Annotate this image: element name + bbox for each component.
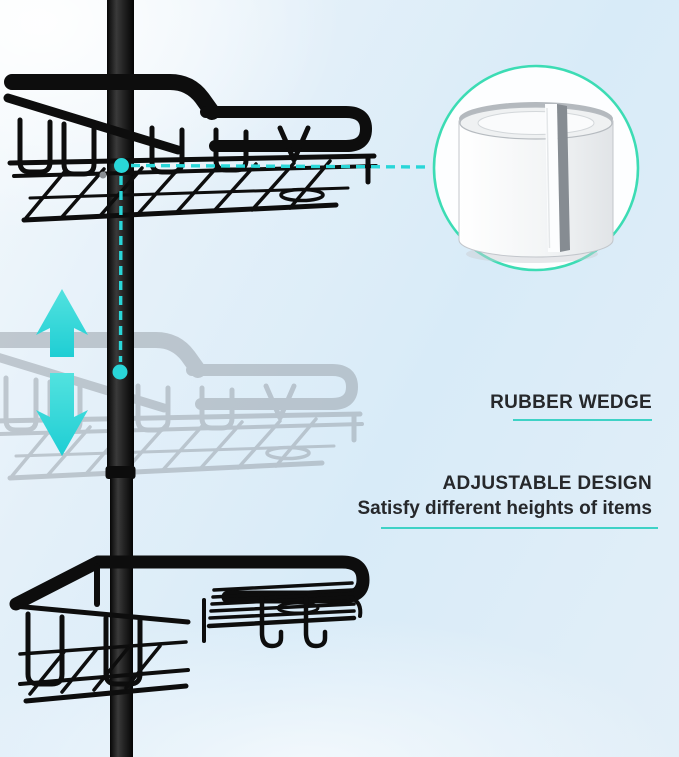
adjustable-design-subtitle: Satisfy different heights of items: [357, 498, 652, 519]
dashed-leader-vertical: [118, 175, 123, 363]
top-basket: [8, 82, 376, 220]
leader-lines: [118, 163, 431, 363]
up-arrow-icon: [36, 289, 88, 357]
rubber-wedge-label: RUBBER WEDGE: [490, 392, 652, 413]
leader-dot-bottom: [112, 364, 128, 380]
clamp-screw: [99, 171, 107, 179]
dashed-leader-horizontal: [130, 163, 431, 169]
bottom-basket: [9, 555, 370, 704]
adjustable-design-title: ADJUSTABLE DESIGN: [442, 473, 652, 494]
adjust-arrows: [36, 289, 88, 456]
rubber-wedge-callout: [432, 64, 640, 272]
rubber-wedge-illustration: [458, 102, 614, 263]
leader-dot-top: [114, 158, 129, 173]
adjustable-design-underline: [381, 527, 658, 529]
rubber-wedge-underline: [513, 419, 652, 421]
down-arrow-icon: [36, 373, 88, 456]
